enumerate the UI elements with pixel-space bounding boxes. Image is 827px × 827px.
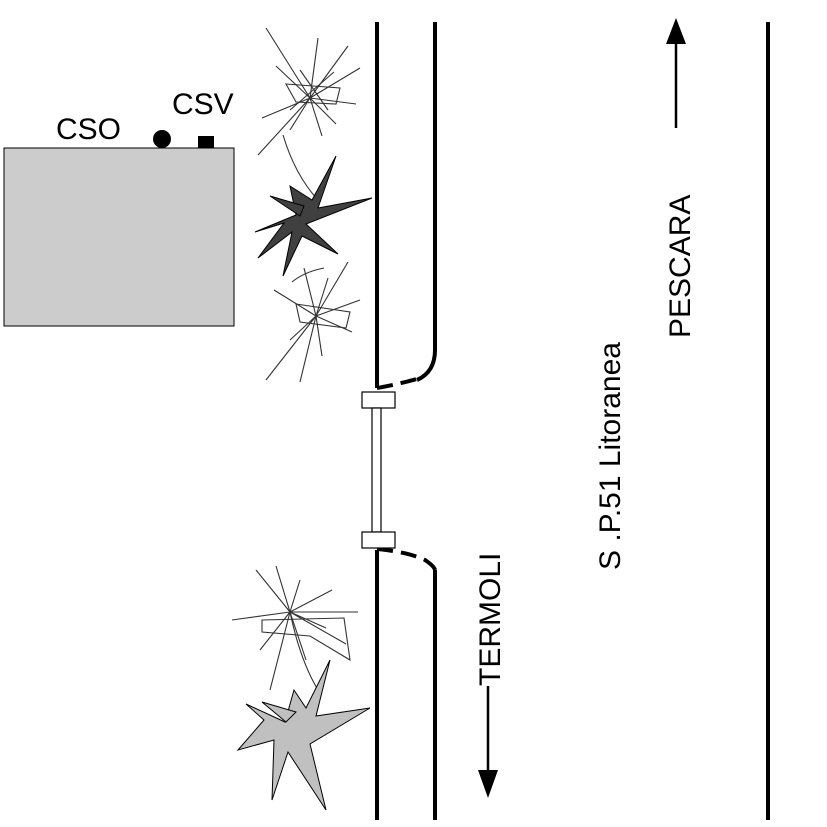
arrow-down-icon [478,770,498,798]
gate-post-top [361,391,396,409]
road-lines [375,22,770,820]
cso-label: CSO [56,113,121,146]
plant-bottom-outline [231,565,358,691]
road-name-label: S .P.51 Litoranea [594,342,627,570]
arrow-up-icon [666,18,686,44]
direction-termoli-label: TERMOLI [474,553,507,686]
csv-label: CSV [172,88,234,121]
gate [361,391,396,549]
road-inner-north-curve [416,349,437,382]
plant-top-outline [257,27,361,201]
gate-bar [371,407,382,533]
direction-pescara-label: PESCARA [664,195,697,338]
road-access-south-dashed [376,547,437,571]
csv-marker-icon [198,136,214,148]
building [3,147,235,327]
plant-light [236,659,371,811]
direction-arrows [478,18,686,798]
gate-post-bottom [361,531,396,549]
plant-middle-outline [265,261,361,383]
road-access-north-dashed [376,376,421,390]
cso-marker-icon [153,130,171,148]
plant-dark [254,155,373,277]
